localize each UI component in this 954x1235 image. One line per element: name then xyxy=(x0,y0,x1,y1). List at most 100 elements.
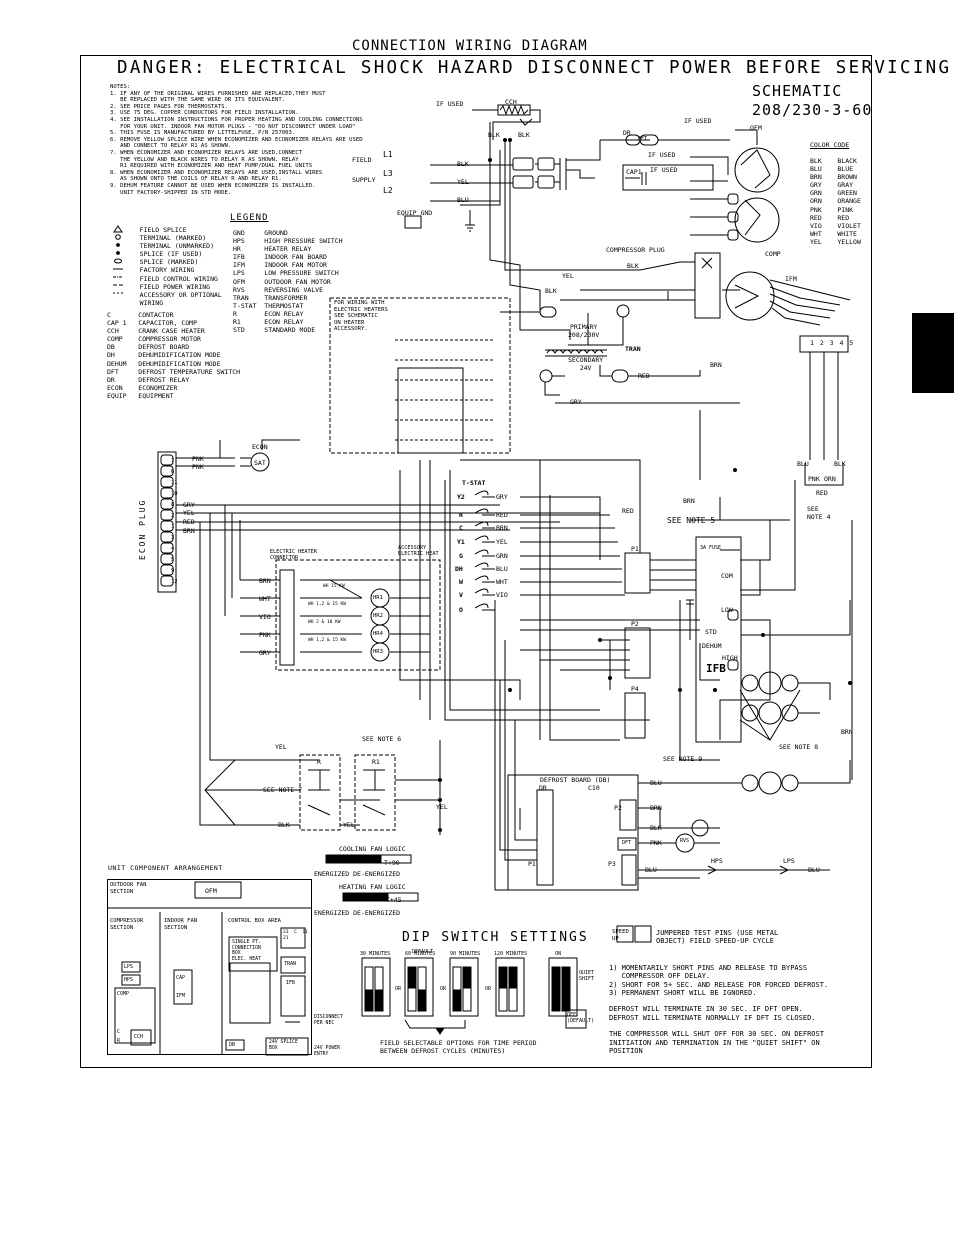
econ-pin-9: 5 xyxy=(171,557,175,563)
diagram-title: CONNECTION WIRING DIAGRAM xyxy=(352,38,588,54)
speed-up-label: SPEED UP xyxy=(612,929,629,942)
wire-label-red-mid: RED xyxy=(622,507,634,515)
heater-kw-0: WH 15 KW xyxy=(323,584,345,589)
wire-label-yel-relay: YEL xyxy=(275,743,287,751)
dip-off-default: OFF (DEFAULT) xyxy=(567,1012,595,1024)
arr-ifm: IFM xyxy=(176,993,186,999)
dip-option-120: 120 MINUTES xyxy=(494,951,528,957)
arr-c-block: 23 C 11 21 xyxy=(283,930,308,941)
jumper-text: JUMPERED TEST PINS (USE METAL OBJECT) FI… xyxy=(656,929,779,946)
legend-abbrev-right: GND GROUND HPS HIGH PRESSURE SWITCH HR H… xyxy=(233,229,343,335)
wire-label-gy: GRY xyxy=(570,398,582,406)
econ-plug-label: ECON PLUG xyxy=(138,498,147,560)
heater-relay-hr4: HR4 xyxy=(373,631,383,637)
color-code-title: COLOR CODE xyxy=(810,141,850,149)
wire-label-blu-plug: BLU xyxy=(797,460,809,468)
tstat-wire-wht: WHT xyxy=(496,578,508,586)
wire-label-blk-plug2: BLK xyxy=(834,460,846,468)
schematic-title: SCHEMATIC 208/230-3-60 xyxy=(752,82,872,120)
relay-r1-label: R1 xyxy=(372,758,380,766)
ifb-p4-label: P4 xyxy=(631,685,639,693)
wire-label-blk-db: BLK xyxy=(650,824,662,832)
cooling-fan-sub: ENERGIZED DE-ENERGIZED xyxy=(314,870,401,878)
dip-footer: FIELD SELECTABLE OPTIONS FOR TIME PERIOD… xyxy=(380,1039,537,1055)
primary-label: PRIMARY 208/230V xyxy=(568,323,600,340)
econ-pin-1: 6 xyxy=(171,469,175,475)
dip-or-3: OR xyxy=(485,986,492,992)
accessory-heat-label: ACCESSORY ELECTRIC HEAT xyxy=(398,545,439,557)
cap1-label: CAP1 xyxy=(626,168,642,176)
econ-pin-2: 11 xyxy=(171,480,178,486)
wire-label-yel-relay3: YEL xyxy=(436,803,448,811)
heater-kw-1: WH 1,2 & 15 KW xyxy=(308,602,346,607)
tstat-wire-blu: BLU xyxy=(496,565,508,573)
econ-pin-4: 8 xyxy=(171,502,175,508)
arr-ifb: IFB xyxy=(286,980,296,986)
wire-label-blu-db2: BLU xyxy=(645,866,657,874)
l2-label: L2 xyxy=(383,186,393,195)
econ-pin-0: 7 xyxy=(171,458,175,464)
arr-lps: LPS xyxy=(124,964,134,970)
dip-quiet-shift: QUIET SHIFT xyxy=(579,970,595,982)
econ-label: ECON xyxy=(252,443,268,451)
defrost-p2-label: P2 xyxy=(614,804,622,812)
if-used-label-2: IF USED xyxy=(684,117,712,125)
heater-wire-pnk: PNK xyxy=(259,631,271,639)
tstat-v: V xyxy=(459,591,463,599)
arr-cap: CAP xyxy=(176,975,186,981)
dip-option-90: 90 MINUTES xyxy=(450,951,481,957)
heater-wire-gry: GRY xyxy=(259,649,271,657)
heater-relay-hr3: HR3 xyxy=(373,649,383,655)
rvs-label: RVS xyxy=(680,838,690,844)
ifb-fuse-label: 3A FUSE xyxy=(700,545,722,551)
comp-label: COMP xyxy=(765,250,781,258)
schematic-voltage: 208/230-3-60 xyxy=(752,101,873,119)
econ-pin-11: 12 xyxy=(171,579,178,585)
econ-pin-6: 1 xyxy=(171,524,175,530)
dft-label: DFT xyxy=(638,136,648,142)
wire-label-red-plug: RED xyxy=(816,489,828,497)
legend-title: LEGEND xyxy=(230,213,269,223)
wire-label-yel-center: YEL xyxy=(562,272,574,280)
econ-wire-pnk-1: PNK xyxy=(192,455,204,463)
heater-wire-wht: WHT xyxy=(259,595,271,603)
wire-label-brn-db: BRN xyxy=(650,804,662,812)
econ-wire-yel: YEL xyxy=(183,509,195,517)
wire-label-blk-l1: BLK xyxy=(457,160,469,168)
legend-symbols: FIELD SPLICE TERMINAL (MARKED) TERMINAL … xyxy=(139,226,222,307)
heater-wire-vio: VIO xyxy=(259,613,271,621)
cooling-fan-logic-title: COOLING FAN LOGIC xyxy=(339,845,406,853)
econ-pin-3: 10 xyxy=(171,491,178,497)
tstat-wire-gry: GRY xyxy=(496,493,508,501)
ifm-label: IFM xyxy=(785,275,797,283)
wire-label-blu-db3: BLU xyxy=(808,866,820,874)
defrost-dr-label: DR xyxy=(539,784,547,792)
tstat-o: O xyxy=(459,606,463,614)
econ-wire-pnk-2: PNK xyxy=(192,463,204,471)
wire-label-blk-plug: BLK xyxy=(627,262,639,270)
see-note-9-label: SEE NOTE 9 xyxy=(663,755,703,763)
arr-indoor-fan: INDOOR FAN SECTION xyxy=(164,918,198,931)
tstat-y1: Y1 xyxy=(457,538,465,546)
wire-label-yel-l3: YEL xyxy=(457,178,469,186)
compressor-plug-label: COMPRESSOR PLUG xyxy=(606,246,665,254)
equip-gnd-label: EQUIP GND xyxy=(397,209,433,217)
wire-label-brn-right: BRN xyxy=(710,361,722,369)
arr-splice-box: 24V SPLICE BOX xyxy=(269,1040,298,1051)
arr-cch: CCH xyxy=(134,1034,144,1040)
heating-fan-timing: T+45 xyxy=(386,896,402,904)
arr-outdoor-fan: OUTDOOR FAN SECTION xyxy=(110,882,147,895)
econ-pin-10: 9 xyxy=(171,568,175,574)
heater-relay-hr1: HR1 xyxy=(373,595,383,601)
heating-fan-sub: ENERGIZED DE-ENERGIZED xyxy=(314,909,401,917)
econ-pin-5: 2 xyxy=(171,513,175,519)
notes-block: NOTES: 1. IF ANY OF THE ORIGINAL WIRES F… xyxy=(110,84,363,196)
dr-label: DR xyxy=(623,129,631,137)
heater-connector-label: ELECTRIC HEATER CONNECTOR xyxy=(270,549,317,561)
dip-option-60: 60 MINUTES xyxy=(405,951,436,957)
diagram-frame xyxy=(80,55,872,1068)
wire-label-blu-l2: BLU xyxy=(457,196,469,204)
tstat-c: C xyxy=(459,524,463,532)
wire-label-blu-db: BLU xyxy=(650,779,662,787)
